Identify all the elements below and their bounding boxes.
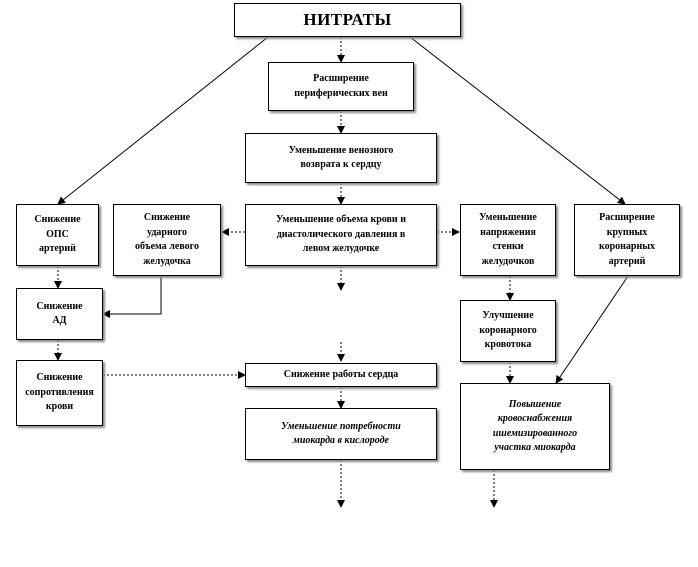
node-veins-label: Расширение периферических вен [294,73,388,99]
node-resistance-label: Снижение сопротивления крови [25,372,94,413]
node-coronary-arteries: Расширение крупных коронарных артерий [574,204,680,276]
node-coronary-arteries-label: Расширение крупных коронарных артерий [598,212,656,267]
node-heart-work-label: Снижение работы сердца [283,368,399,380]
node-stroke-volume: Снижение ударного объема левого желудочк… [113,204,221,276]
arrow-title-to-ops [57,36,269,205]
node-ops-label: Снижение ОПС артерий [34,214,81,255]
arrow-stroke-volume-to-bp [102,276,162,318]
node-resistance: Снижение сопротивления крови [16,360,103,426]
arrow-coronary-arteries-to-ischemic [555,275,629,384]
diagram-title: НИТРАТЫ [303,9,392,29]
node-heart-work: Снижение работы сердца [245,363,437,387]
node-bp: Снижение АД [16,288,103,340]
node-o2-demand-label: Уменьшение потребности миокарда в кислор… [281,420,401,447]
node-ops: Снижение ОПС артерий [16,204,99,266]
title-box: НИТРАТЫ [234,3,461,37]
arrow-title-to-coronary-arteries [409,36,626,205]
node-o2-demand: Уменьшение потребности миокарда в кислор… [245,408,437,460]
node-venous-return: Уменьшение венозного возврата к сердцу [245,133,437,183]
node-veins: Расширение периферических вен [268,62,414,111]
node-blood-volume-label: Уменьшение объема крови и диастолическог… [276,214,406,255]
node-bp-label: Снижение АД [36,300,83,327]
node-ischemic-supply-label: Повышение кровоснабжения ишемизированног… [492,398,578,454]
node-coronary-flow: Улучшение коронарного кровотока [460,300,556,362]
node-stroke-volume-label: Снижение ударного объема левого желудочк… [135,212,199,267]
node-wall-tension-label: Уменьшение напряжения стенки желудочков [479,212,537,267]
node-venous-return-label: Уменьшение венозного возврата к сердцу [288,144,394,171]
node-blood-volume: Уменьшение объема крови и диастолическог… [245,204,437,266]
node-wall-tension: Уменьшение напряжения стенки желудочков [460,204,556,276]
node-ischemic-supply: Повышение кровоснабжения ишемизированног… [460,383,610,470]
node-coronary-flow-label: Улучшение коронарного кровотока [479,310,537,351]
